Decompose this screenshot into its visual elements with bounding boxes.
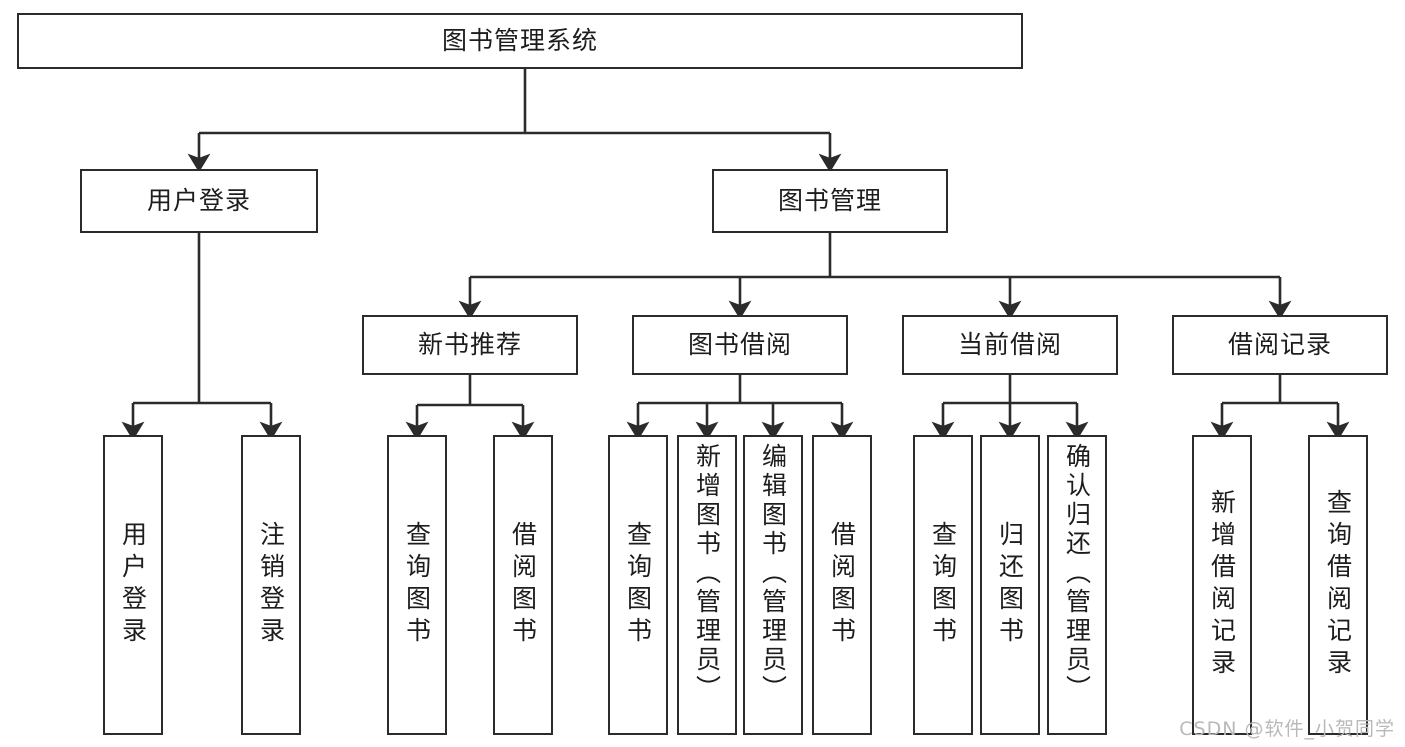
node-book-management[interactable]: 图书管理 xyxy=(712,169,948,233)
node-label: 编辑图书（管理员） xyxy=(758,443,788,704)
node-label: 归还图书 xyxy=(995,521,1025,649)
node-leaf-add-book-admin[interactable]: 新增图书（管理员） xyxy=(677,435,737,735)
node-leaf-edit-book-admin[interactable]: 编辑图书（管理员） xyxy=(743,435,803,735)
node-user-login[interactable]: 用户登录 xyxy=(80,169,318,233)
node-label: 当前借阅 xyxy=(957,329,1062,359)
node-leaf-query-book-borrow[interactable]: 查询图书 xyxy=(608,435,668,735)
node-label: 用户登录 xyxy=(146,185,251,215)
node-label: 借阅图书 xyxy=(508,521,538,649)
node-label: 新增借阅记录 xyxy=(1207,489,1237,681)
node-label: 注销登录 xyxy=(256,521,286,649)
node-leaf-logout[interactable]: 注销登录 xyxy=(241,435,301,735)
node-label: 图书管理系统 xyxy=(441,25,598,55)
node-new-book-recommend[interactable]: 新书推荐 xyxy=(362,315,578,375)
node-book-borrow[interactable]: 图书借阅 xyxy=(632,315,848,375)
node-root-system[interactable]: 图书管理系统 xyxy=(17,13,1023,69)
node-borrow-record[interactable]: 借阅记录 xyxy=(1172,315,1388,375)
node-label: 借阅记录 xyxy=(1227,329,1332,359)
csdn-watermark: CSDN @软件_小贺同学 xyxy=(1179,718,1395,740)
node-label: 借阅图书 xyxy=(827,521,857,649)
node-leaf-query-borrow-record[interactable]: 查询借阅记录 xyxy=(1308,435,1368,735)
node-leaf-query-book-current[interactable]: 查询图书 xyxy=(913,435,973,735)
node-label: 图书借阅 xyxy=(687,329,792,359)
node-leaf-query-book-recommend[interactable]: 查询图书 xyxy=(387,435,447,735)
node-leaf-return-book[interactable]: 归还图书 xyxy=(980,435,1040,735)
node-label: 查询图书 xyxy=(623,521,653,649)
node-label: 新书推荐 xyxy=(417,329,522,359)
node-leaf-borrow-book-recommend[interactable]: 借阅图书 xyxy=(493,435,553,735)
node-label: 图书管理 xyxy=(777,185,882,215)
node-label: 确认归还（管理员） xyxy=(1062,443,1092,704)
node-current-borrow[interactable]: 当前借阅 xyxy=(902,315,1118,375)
node-label: 查询图书 xyxy=(928,521,958,649)
node-label: 查询图书 xyxy=(402,521,432,649)
node-leaf-confirm-return-admin[interactable]: 确认归还（管理员） xyxy=(1047,435,1107,735)
node-leaf-add-borrow-record[interactable]: 新增借阅记录 xyxy=(1192,435,1252,735)
node-label: 用户登录 xyxy=(118,521,148,649)
node-leaf-borrow-book[interactable]: 借阅图书 xyxy=(812,435,872,735)
node-label: 新增图书（管理员） xyxy=(692,443,722,704)
node-leaf-user-login[interactable]: 用户登录 xyxy=(103,435,163,735)
node-label: 查询借阅记录 xyxy=(1323,489,1353,681)
